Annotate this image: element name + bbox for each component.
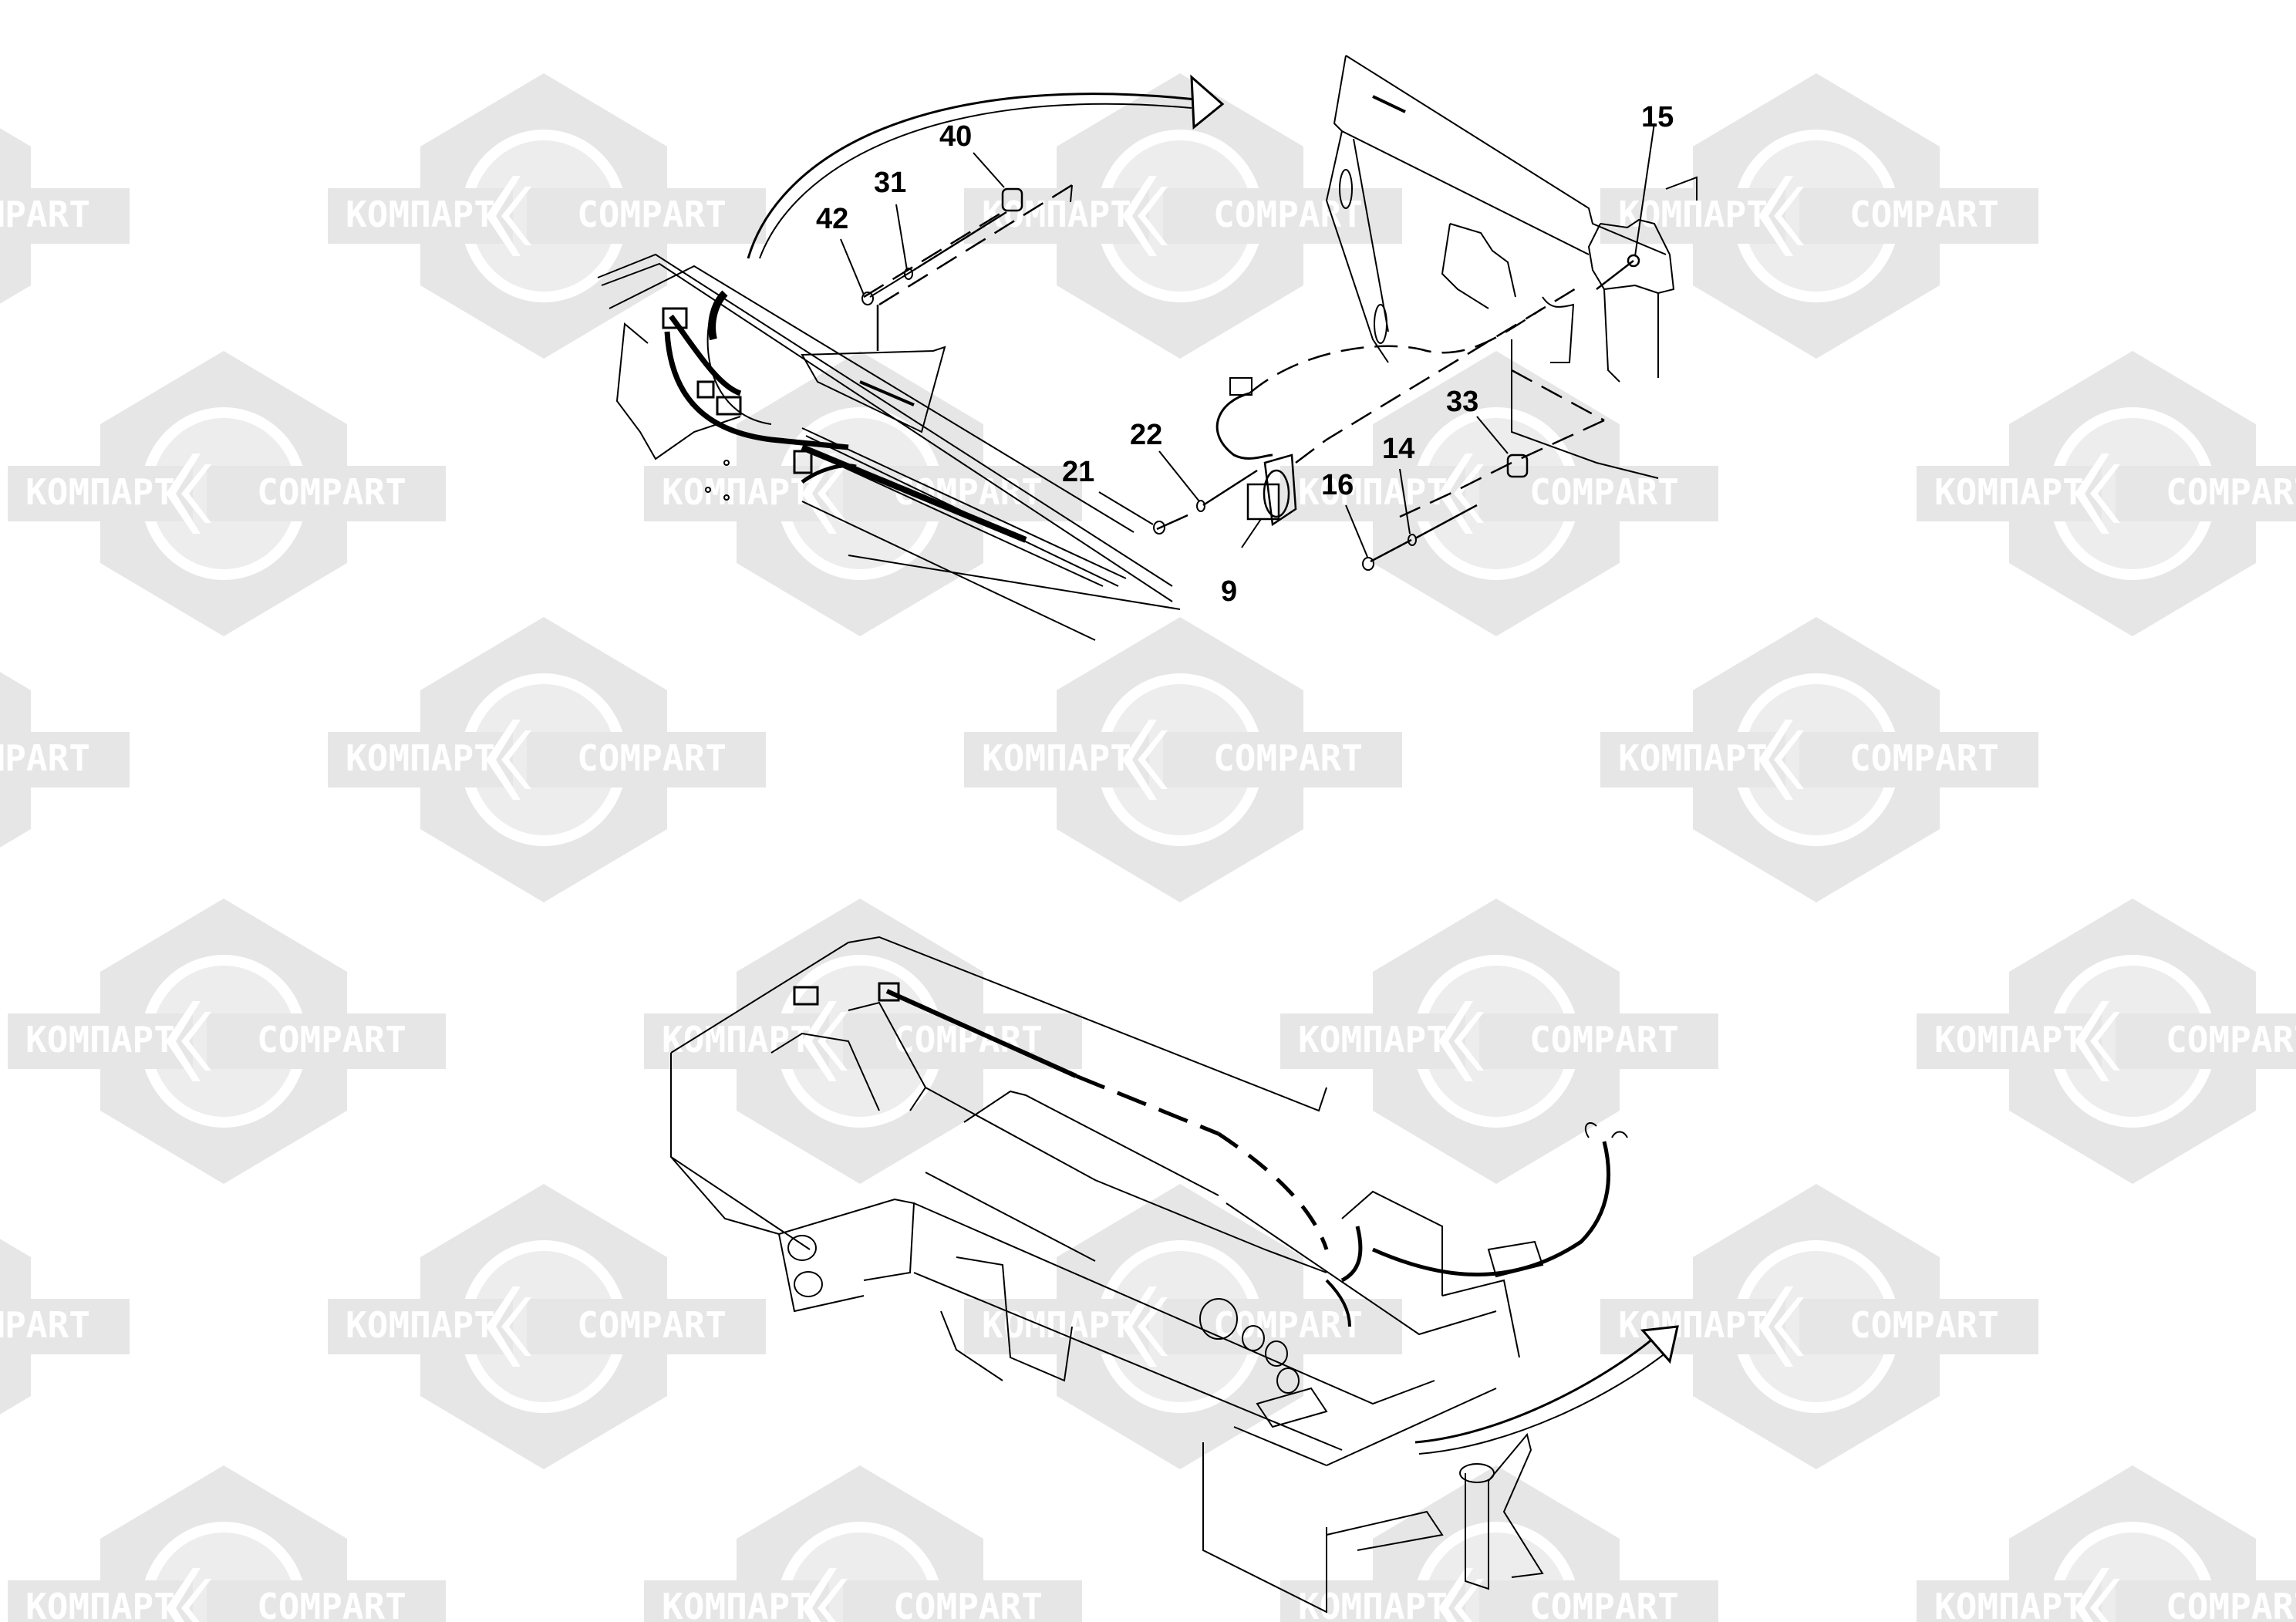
svg-text:COMPART: COMPART — [1529, 471, 1679, 513]
svg-text:COMPART: COMPART — [0, 194, 90, 235]
svg-text:COMPART: COMPART — [1213, 194, 1363, 235]
lower-chassis-overview — [670, 936, 1679, 1614]
watermark-tile: КОМПАРТ COMPART — [1917, 899, 2296, 1184]
svg-text:КОМПАРТ: КОМПАРТ — [1934, 1586, 2084, 1622]
callout-31: 31 — [874, 167, 907, 199]
watermark-tile: КОМПАРТ COMPART — [8, 351, 446, 636]
svg-text:КОМПАРТ: КОМПАРТ — [1298, 471, 1448, 513]
svg-text:COMPART: COMPART — [1849, 1304, 1999, 1346]
svg-text:COMPART: COMPART — [1213, 1304, 1363, 1346]
svg-text:КОМПАРТ: КОМПАРТ — [662, 1019, 811, 1061]
svg-text:COMPART: COMPART — [2166, 1586, 2296, 1622]
svg-text:COMPART: COMPART — [577, 737, 727, 779]
svg-text:КОМПАРТ: КОМПАРТ — [982, 194, 1131, 235]
callout-16: 16 — [1321, 469, 1354, 501]
svg-text:КОМПАРТ: КОМПАРТ — [1934, 471, 2084, 513]
svg-text:COMPART: COMPART — [1213, 737, 1363, 779]
watermark-tile: КОМПАРТ COMPART — [328, 1184, 766, 1469]
watermark-grid: КОМПАРТ COMPART КОМПАРТ COMPART КОМПАРТ COM… — [0, 73, 2296, 1622]
watermark-tile: КОМПАРТ COMPART — [1917, 351, 2296, 636]
svg-text:COMPART: COMPART — [577, 1304, 727, 1346]
svg-text:COMPART: COMPART — [577, 194, 727, 235]
watermark-tile: КОМПАРТ COMPART — [1600, 1184, 2038, 1469]
svg-text:COMPART: COMPART — [1529, 1019, 1679, 1061]
svg-text:COMPART: COMPART — [257, 1586, 406, 1622]
svg-text:КОМПАРТ: КОМПАРТ — [25, 1019, 175, 1061]
callout-33: 33 — [1446, 386, 1479, 418]
callout-15: 15 — [1641, 101, 1674, 133]
callout-22: 22 — [1130, 419, 1163, 451]
svg-text:КОМПАРТ: КОМПАРТ — [1618, 737, 1768, 779]
callout-42: 42 — [816, 203, 849, 235]
watermark-tile: КОМПАРТ COMPART — [328, 73, 766, 359]
svg-text:COMPART: COMPART — [2166, 1019, 2296, 1061]
svg-text:COMPART: COMPART — [0, 737, 90, 779]
watermark-tile: КОМПАРТ COMPART — [964, 73, 1402, 359]
watermark-tile: КОМПАРТ COMPART — [964, 617, 1402, 902]
watermark-tile: КОМПАРТ COMPART — [8, 1465, 446, 1622]
callout-40: 40 — [939, 120, 973, 153]
callout-14: 14 — [1382, 433, 1415, 465]
svg-text:COMPART: COMPART — [257, 1019, 406, 1061]
svg-text:COMPART: COMPART — [0, 1304, 90, 1346]
svg-text:КОМПАРТ: КОМПАРТ — [346, 737, 495, 779]
watermark-tile: КОМПАРТ COMPART — [1280, 1465, 1718, 1622]
watermark-tile: КОМПАРТ COMPART — [1280, 899, 1718, 1184]
svg-text:КОМПАРТ: КОМПАРТ — [346, 194, 495, 235]
svg-text:COMPART: COMPART — [1529, 1586, 1679, 1622]
svg-text:COMPART: COMPART — [893, 1586, 1043, 1622]
watermark-tile: КОМПАРТ COMPART — [1600, 617, 2038, 902]
svg-text:КОМПАРТ: КОМПАРТ — [662, 471, 811, 513]
svg-text:КОМПАРТ: КОМПАРТ — [1298, 1019, 1448, 1061]
watermark-tile: КОМПАРТ COMPART — [1280, 351, 1718, 636]
svg-text:КОМПАРТ: КОМПАРТ — [1298, 1586, 1448, 1622]
svg-text:КОМПАРТ: КОМПАРТ — [25, 1586, 175, 1622]
svg-text:КОМПАРТ: КОМПАРТ — [1934, 1019, 2084, 1061]
svg-text:КОМПАРТ: КОМПАРТ — [662, 1586, 811, 1622]
svg-text:COMPART: COMPART — [2166, 471, 2296, 513]
svg-text:COMPART: COMPART — [1849, 737, 1999, 779]
watermark-tile: КОМПАРТ COMPART — [8, 899, 446, 1184]
svg-text:КОМПАРТ: КОМПАРТ — [346, 1304, 495, 1346]
watermark-tile: КОМПАРТ COMPART — [644, 1465, 1082, 1622]
svg-text:КОМПАРТ: КОМПАРТ — [25, 471, 175, 513]
upper-right-bracket — [1098, 55, 1698, 571]
watermark-tile: КОМПАРТ COMPART — [328, 617, 766, 902]
callout-9: 9 — [1221, 575, 1238, 608]
upper-left-frame-rail — [597, 74, 1225, 641]
svg-text:КОМПАРТ: КОМПАРТ — [982, 737, 1131, 779]
svg-text:COMPART: COMPART — [1849, 194, 1999, 235]
watermark-tile: КОМПАРТ COMPART — [1917, 1465, 2296, 1622]
callout-21: 21 — [1062, 456, 1095, 488]
svg-text:КОМПАРТ: КОМПАРТ — [1618, 1304, 1768, 1346]
svg-text:COMPART: COMPART — [257, 471, 406, 513]
